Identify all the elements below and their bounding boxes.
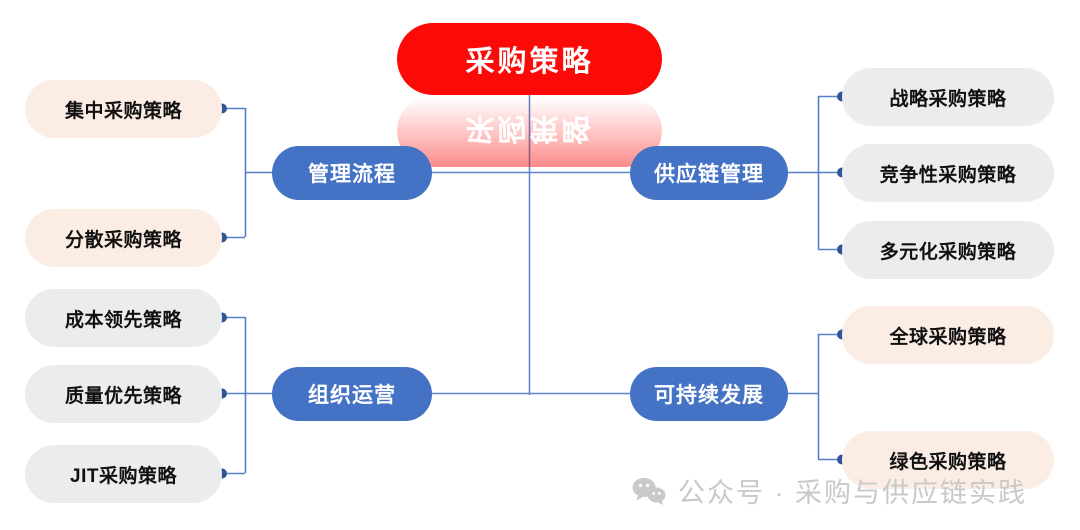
- leaf-node-jit-procurement[interactable]: JIT采购策略: [25, 445, 222, 503]
- connector-ul-dots: [217, 103, 227, 243]
- leaf-node-diversified-procurement[interactable]: 多元化采购策略: [842, 221, 1054, 279]
- leaf-node-green-procurement[interactable]: 绿色采购策略: [842, 431, 1054, 489]
- leaf-node-label: JIT采购策略: [70, 465, 177, 487]
- root-node-reflection-label: 采购策略: [397, 95, 662, 167]
- leaf-node-label: 绿色采购策略: [889, 451, 1007, 473]
- branch-node-management-process[interactable]: 管理流程: [272, 146, 432, 200]
- leaf-node-label: 分散采购策略: [64, 229, 182, 251]
- branch-node-label: 供应链管理: [654, 163, 764, 186]
- branch-node-supply-chain-management[interactable]: 供应链管理: [630, 146, 788, 200]
- branch-node-organizational-operations[interactable]: 组织运营: [272, 367, 432, 421]
- branch-node-label: 可持续发展: [654, 384, 764, 407]
- branch-node-label: 管理流程: [308, 163, 396, 186]
- root-node-procurement-strategy[interactable]: 采购策略: [397, 23, 662, 95]
- leaf-node-quality-first[interactable]: 质量优先策略: [25, 365, 222, 423]
- leaf-node-label: 竞争性采购策略: [879, 164, 1017, 186]
- leaf-node-centralized-procurement[interactable]: 集中采购策略: [25, 80, 222, 138]
- leaf-node-label: 战略采购策略: [889, 88, 1007, 110]
- leaf-node-label: 成本领先策略: [64, 309, 182, 331]
- branch-node-label: 组织运营: [308, 384, 396, 407]
- root-node-reflection: 采购策略: [397, 95, 662, 167]
- leaf-node-global-procurement[interactable]: 全球采购策略: [842, 306, 1054, 364]
- leaf-node-cost-leadership[interactable]: 成本领先策略: [25, 289, 222, 347]
- leaf-node-label: 全球采购策略: [889, 326, 1007, 348]
- branch-node-sustainable-development[interactable]: 可持续发展: [630, 367, 788, 421]
- leaf-node-label: 集中采购策略: [64, 100, 182, 122]
- wechat-icon: [632, 477, 666, 505]
- root-node-label: 采购策略: [465, 46, 594, 78]
- leaf-node-label: 多元化采购策略: [879, 241, 1017, 263]
- leaf-node-competitive-procurement[interactable]: 竞争性采购策略: [842, 144, 1054, 202]
- leaf-node-label: 质量优先策略: [64, 385, 182, 407]
- leaf-node-decentralized-procurement[interactable]: 分散采购策略: [25, 209, 222, 267]
- leaf-node-strategic-procurement[interactable]: 战略采购策略: [842, 68, 1054, 126]
